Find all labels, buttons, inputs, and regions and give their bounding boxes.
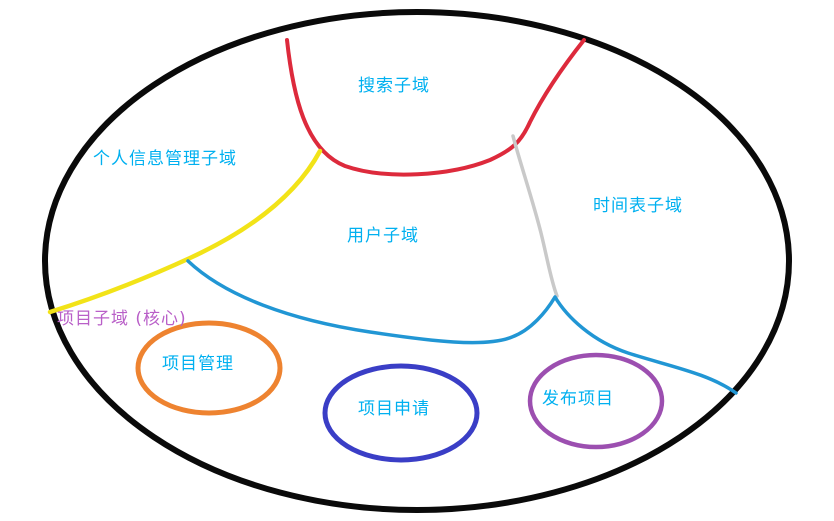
search-subdomain-boundary-line: [285, 38, 586, 177]
personal-info-boundary-line: [47, 148, 323, 315]
project-application-label: 项目申请: [358, 399, 430, 419]
personal-info-subdomain-label: 个人信息管理子域: [93, 149, 237, 169]
publish-project-label: 发布项目: [542, 389, 614, 409]
project-management-circle: [135, 320, 283, 416]
project-subdomain-boundary-line: [186, 259, 738, 395]
system-boundary-ellipse: [42, 9, 792, 513]
timetable-subdomain-label: 时间表子域: [593, 196, 683, 216]
project-subdomain-core-label: 项目子域 (核心): [57, 309, 187, 329]
timetable-boundary-line: [511, 134, 559, 298]
publish-project-circle: [527, 352, 665, 450]
project-application-circle: [322, 363, 480, 463]
project-management-label: 项目管理: [162, 354, 234, 374]
search-subdomain-label: 搜索子域: [358, 76, 430, 96]
user-subdomain-label: 用户子域: [347, 226, 419, 246]
